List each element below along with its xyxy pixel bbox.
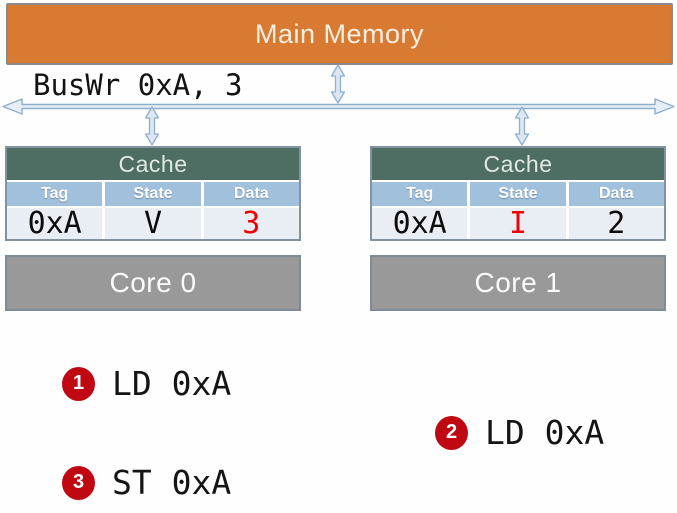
cache1-data-value: 2 xyxy=(568,208,664,239)
cache1-col-state: State xyxy=(470,182,566,206)
cache0-bus-arrow-icon xyxy=(144,106,160,146)
cache1-title: Cache xyxy=(372,148,664,180)
step-3-badge: 3 xyxy=(62,465,95,500)
step-1: 1 LD 0xA xyxy=(62,364,231,403)
cache0-tag-value: 0xA xyxy=(7,208,103,239)
cache0-table: Cache Tag State Data 0xA V 3 xyxy=(5,146,301,241)
cache1-table: Cache Tag State Data 0xA I 2 xyxy=(370,146,666,241)
cache0-col-tag: Tag xyxy=(7,182,103,206)
core0-label: Core 0 xyxy=(109,267,197,298)
main-memory-label: Main Memory xyxy=(254,18,425,49)
cache1-col-tag: Tag xyxy=(372,182,468,206)
step-2: 2 LD 0xA xyxy=(435,413,604,452)
memory-bus-arrow-icon xyxy=(330,64,346,104)
step-3-label: ST 0xA xyxy=(112,463,232,502)
core1-box: Core 1 xyxy=(370,255,666,311)
cache1-state-value: I xyxy=(470,208,566,239)
cache1-col-data: Data xyxy=(568,182,664,206)
cache1-tag-value: 0xA xyxy=(372,208,468,239)
bus-transaction-label: BusWr 0xA, 3 xyxy=(33,68,243,102)
step-2-label: LD 0xA xyxy=(485,413,605,452)
core0-box: Core 0 xyxy=(5,255,301,311)
step-1-label: LD 0xA xyxy=(112,364,232,403)
bus-double-arrow-icon xyxy=(2,98,675,115)
cache1-bus-arrow-icon xyxy=(514,106,530,146)
cache0-data-value: 3 xyxy=(203,208,299,239)
core1-label: Core 1 xyxy=(474,267,562,298)
step-3: 3 ST 0xA xyxy=(62,463,231,502)
step-2-badge: 2 xyxy=(435,415,468,450)
main-memory-box: Main Memory xyxy=(6,3,673,65)
cache0-state-value: V xyxy=(105,208,201,239)
step-1-badge: 1 xyxy=(62,366,95,401)
cache0-col-data: Data xyxy=(203,182,299,206)
cache0-title: Cache xyxy=(7,148,299,180)
cache0-col-state: State xyxy=(105,182,201,206)
